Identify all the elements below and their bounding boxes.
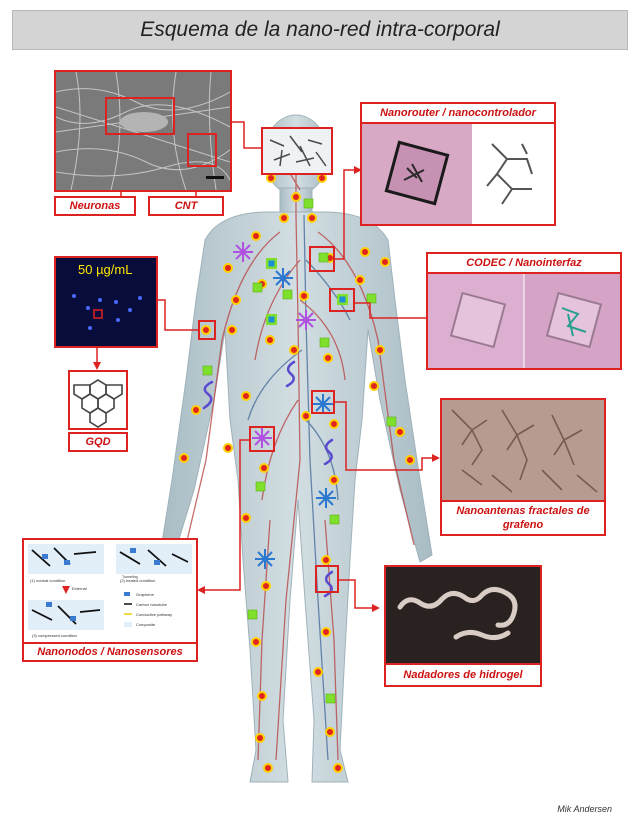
concentration-label: 50 µg/mL (78, 262, 133, 277)
caption-normal: (1) normal condition (30, 578, 65, 583)
legend-cnt: Carbon nanotube (136, 602, 168, 607)
neurons-label: Neuronas (54, 196, 136, 216)
nanosensor-figure: (1) normal condition (2) heated conditio… (24, 540, 196, 642)
caption-heated: (2) heated condition (120, 578, 155, 583)
nanoantennas-panel: Nanoantenas fractales de grafeno (440, 398, 606, 536)
legend-graphene: Graphene (136, 592, 155, 597)
nanonodes-panel: (1) normal condition (2) heated conditio… (22, 538, 198, 642)
nanorouter-image (362, 124, 554, 224)
hydrogel-label: Nadadores de hidrogel (386, 663, 540, 685)
caption-tunneling: Tunneling (122, 575, 138, 579)
caption-external: External (72, 586, 87, 591)
hydrogel-image (386, 567, 540, 663)
caption-compressed: (3) compressed condition (32, 633, 77, 638)
legend-composite: Composite (136, 622, 156, 627)
head-cnt-inset (261, 127, 333, 175)
gqd-structure (70, 372, 126, 428)
purple-stars (233, 242, 316, 448)
red-nodes (179, 173, 415, 773)
hydrogel-panel: Nadadores de hidrogel (384, 565, 542, 687)
nanorouter-header: Nanorouter / nanocontrolador (362, 104, 554, 124)
blue-nodes (266, 258, 348, 325)
gqd-micrograph-panel (54, 256, 158, 348)
codec-image (428, 274, 620, 368)
green-nodes (202, 198, 397, 704)
author-credit: Mik Andersen (557, 804, 612, 814)
legend-pathway: Conductive pathway (136, 612, 172, 617)
page-title: Esquema de la nano-red intra-corporal (140, 18, 500, 41)
blue-stars (255, 268, 336, 569)
gqd-structure-panel (68, 370, 128, 430)
codec-panel: CODEC / Nanointerfaz (426, 252, 622, 370)
title-bar: Esquema de la nano-red intra-corporal (12, 10, 628, 50)
cnt-label: CNT (148, 196, 224, 216)
nanorouter-panel: Nanorouter / nanocontrolador (360, 102, 556, 226)
nanonodes-label: Nanonodos / Nanosensores (22, 642, 198, 662)
neurons-micrograph (56, 72, 230, 190)
gqd-micrograph (56, 258, 156, 346)
fractal-antenna-image (442, 400, 604, 500)
codec-header: CODEC / Nanointerfaz (428, 254, 620, 274)
nanoantennas-label: Nanoantenas fractales de grafeno (442, 500, 604, 534)
gqd-label: GQD (68, 432, 128, 452)
neurons-panel (54, 70, 232, 192)
